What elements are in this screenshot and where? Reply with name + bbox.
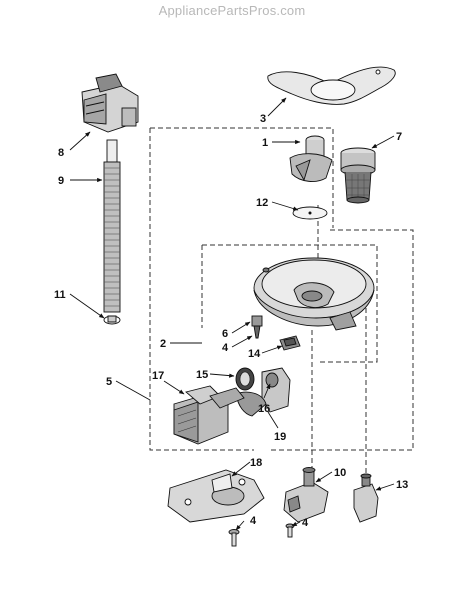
callout-6: 6 bbox=[222, 328, 228, 340]
part-9-hose bbox=[103, 139, 121, 313]
callout-8: 8 bbox=[58, 147, 64, 159]
part-4-screw bbox=[228, 529, 240, 547]
callout-3: 3 bbox=[260, 113, 266, 125]
callout-5: 5 bbox=[106, 376, 112, 388]
callout-11: 11 bbox=[54, 289, 66, 301]
part-10-valve bbox=[283, 467, 329, 523]
callout-9: 9 bbox=[58, 175, 64, 187]
callout-14: 14 bbox=[248, 348, 261, 360]
callout-4-bottom: 4 bbox=[250, 515, 257, 527]
part-7-filter bbox=[340, 147, 376, 204]
part-17-pump bbox=[173, 385, 245, 445]
callout-2: 2 bbox=[160, 338, 166, 350]
callout-4-valve: 4 bbox=[302, 517, 309, 529]
part-14-connector bbox=[279, 335, 301, 351]
callout-16: 16 bbox=[258, 403, 270, 415]
callout-13: 13 bbox=[396, 479, 408, 491]
assembly-boundary-lines bbox=[149, 127, 414, 482]
leader-lines bbox=[69, 97, 395, 531]
part-1-spray-nozzle bbox=[289, 135, 333, 182]
callout-4-top: 4 bbox=[222, 342, 229, 354]
part-3-upper-spray-arm bbox=[267, 66, 396, 105]
callout-1: 1 bbox=[262, 137, 268, 149]
part-6-sensor bbox=[251, 315, 263, 339]
part-12-disc bbox=[292, 206, 328, 220]
callout-18: 18 bbox=[250, 457, 262, 469]
callout-15: 15 bbox=[196, 369, 208, 381]
callout-labels: 3 1 7 8 9 12 11 2 6 4 14 5 17 15 16 19 1… bbox=[54, 113, 408, 529]
part-11-clamp bbox=[103, 315, 121, 325]
callout-10: 10 bbox=[334, 467, 346, 479]
callout-7: 7 bbox=[396, 131, 402, 143]
part-13-sensor bbox=[353, 473, 379, 523]
callout-19: 19 bbox=[274, 431, 286, 443]
callout-17: 17 bbox=[152, 370, 164, 382]
part-8-motor bbox=[81, 73, 139, 133]
part-15-seal bbox=[235, 367, 255, 391]
part-2-sump bbox=[253, 257, 375, 331]
watermark-text: AppliancePartsPros.com bbox=[158, 3, 306, 18]
part-18-bracket bbox=[167, 469, 265, 523]
callout-12: 12 bbox=[256, 197, 268, 209]
